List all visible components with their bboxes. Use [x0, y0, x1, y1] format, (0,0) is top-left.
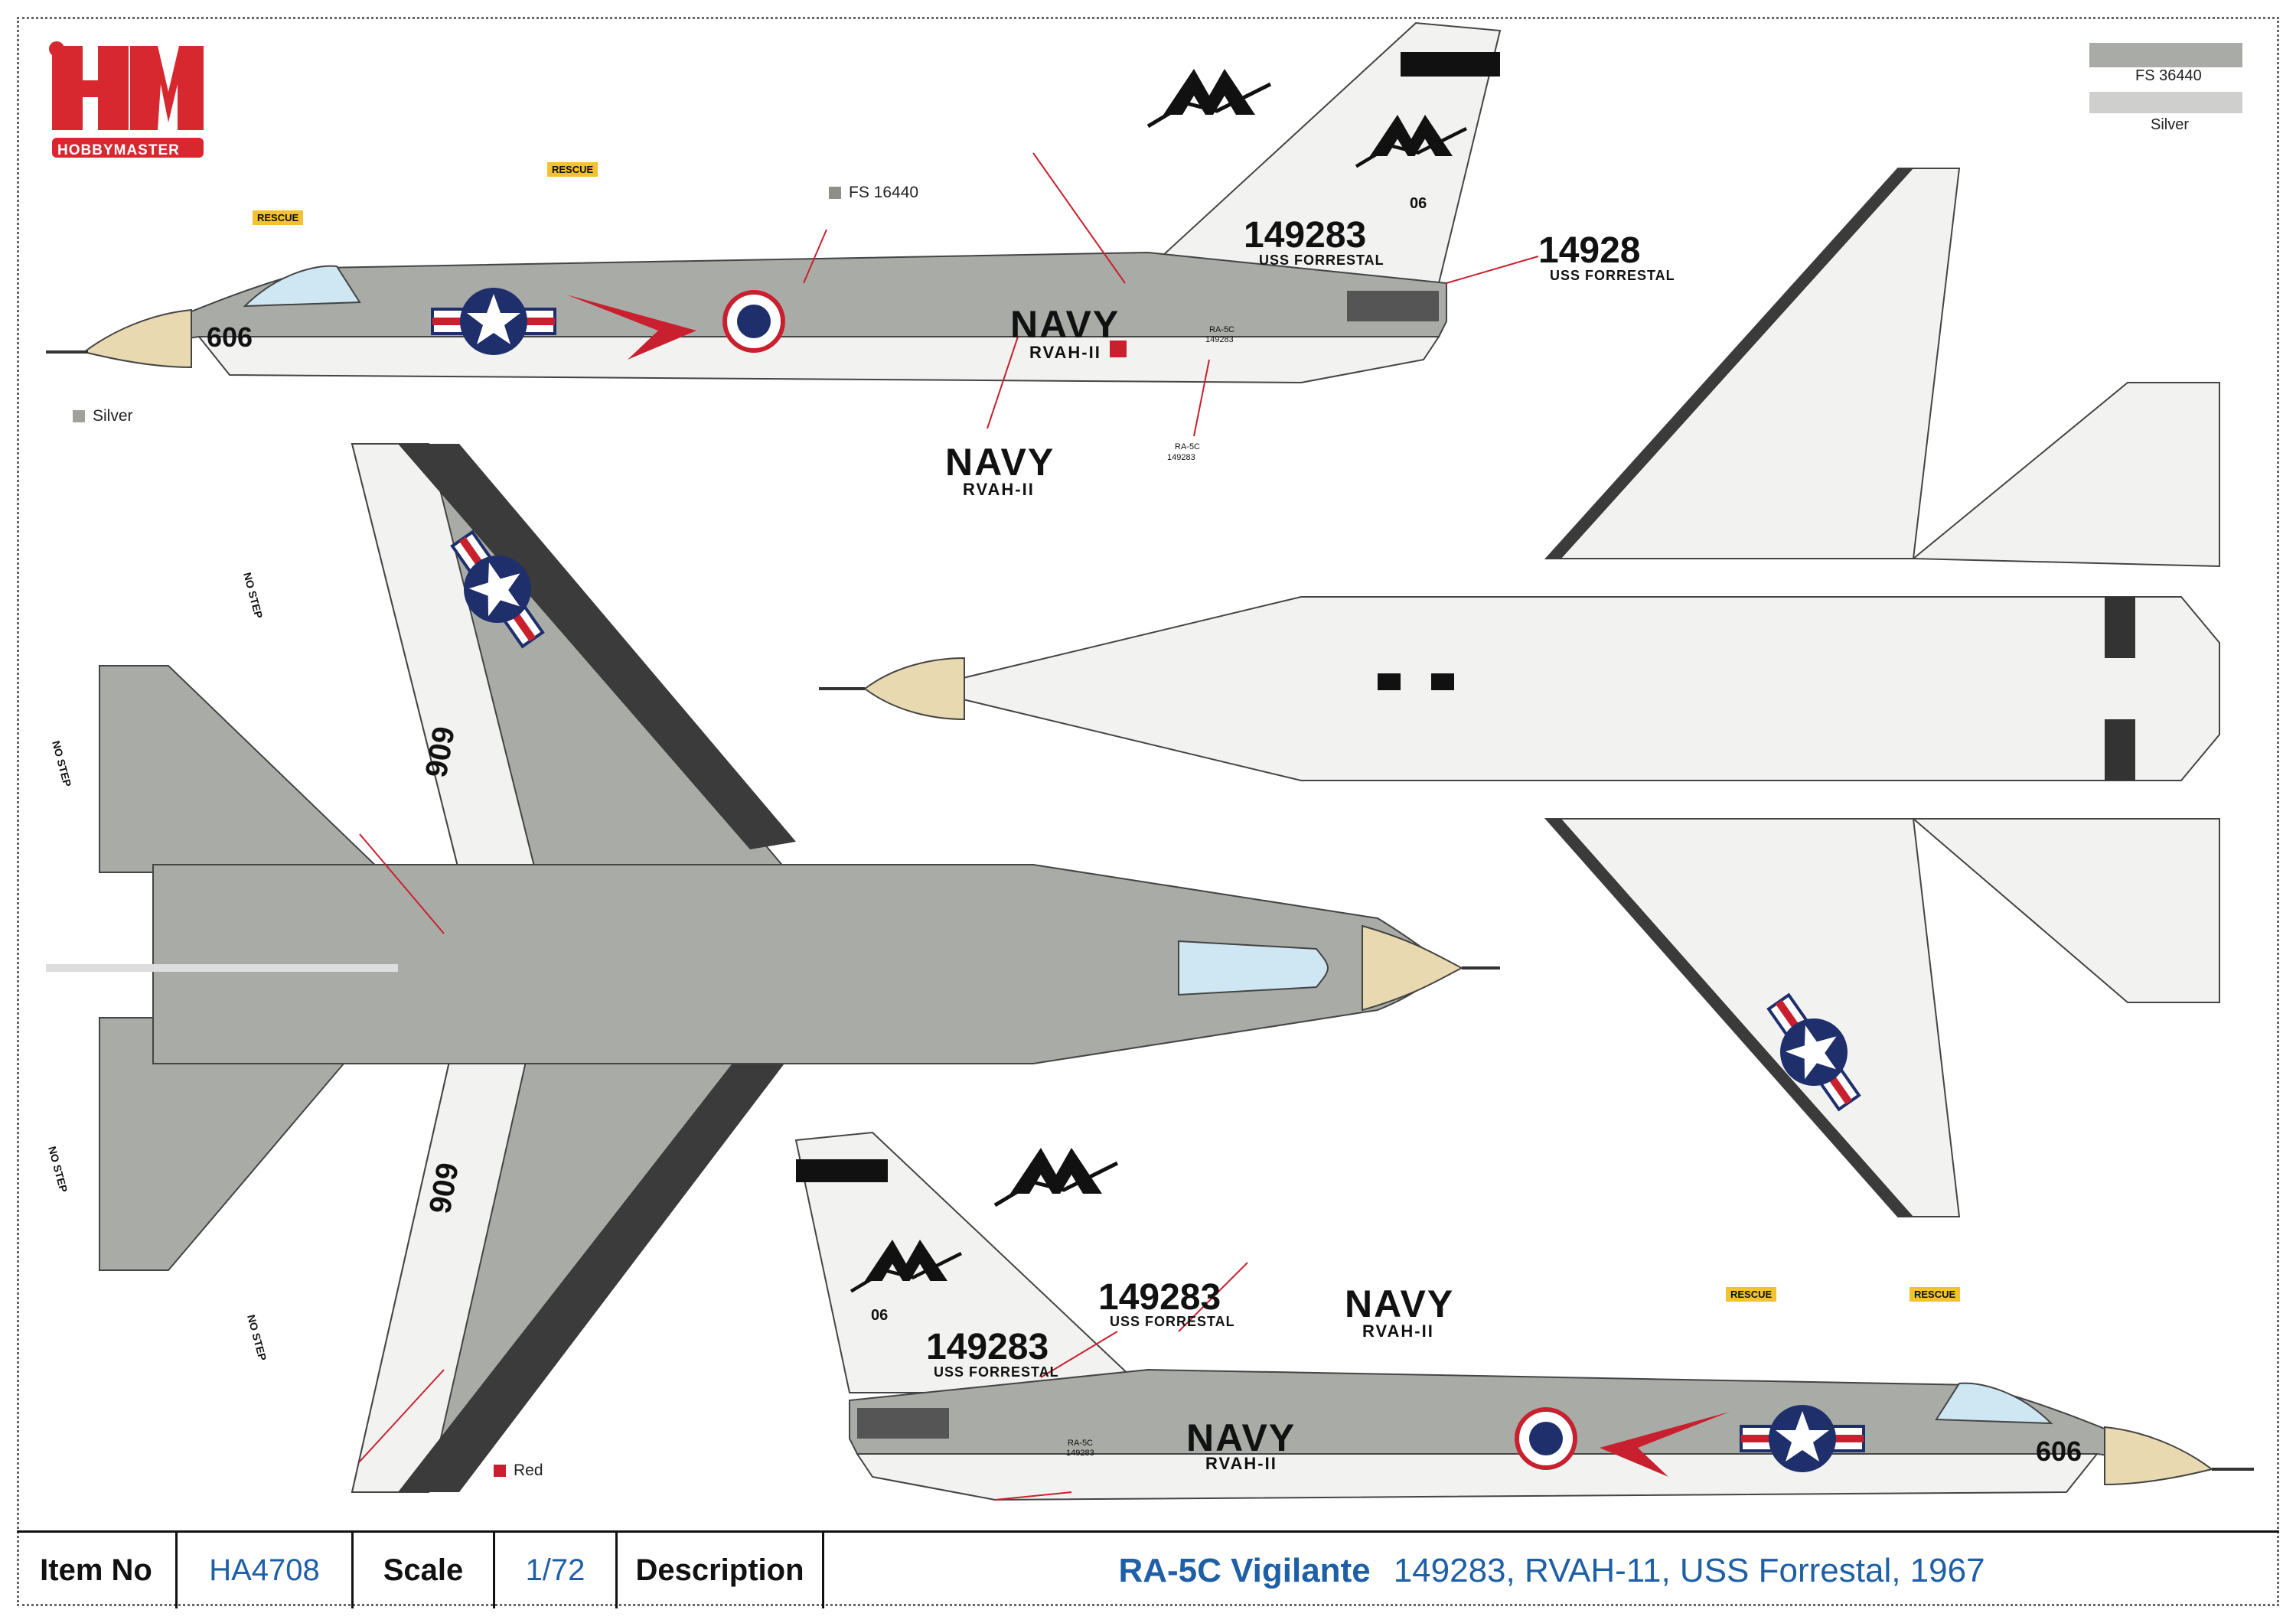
scale-value: 1/72 [495, 1533, 618, 1608]
decal-rescue-top: RESCUE [253, 210, 304, 225]
bottom-tail-modex: 06 [871, 1307, 889, 1324]
swatch-fs36440-label: FS 36440 [2135, 67, 2202, 84]
top-nose-number: 606 [207, 321, 253, 353]
decal-stencil-type-top: RA-5C [1175, 442, 1201, 451]
decal-rescue-bottom-2: RESCUE [1910, 1287, 1961, 1302]
bottom-stencil-serial: 149283 [1066, 1449, 1094, 1458]
callout-fs16440: FS 16440 [829, 184, 918, 202]
decal-ship-alt: USS FORRESTAL [1550, 268, 1675, 283]
decal-stencil-serial-top: 149283 [1167, 453, 1195, 462]
callout-silver: Silver [73, 407, 133, 425]
decal-serial-alt: 14928 [1538, 230, 1641, 271]
bottom-decal-navy: NAVY [1345, 1282, 1455, 1325]
bottom-squadron-marking: RVAH-II [1205, 1454, 1277, 1473]
bottom-decal-ship: USS FORRESTAL [1110, 1314, 1235, 1329]
bottom-navy-marking: NAVY [1186, 1416, 1296, 1459]
callout-red: Red [494, 1462, 543, 1480]
swatch-silver [2089, 92, 2242, 113]
description-label: Description [618, 1533, 824, 1608]
bottom-decal-squadron: RVAH-II [1362, 1322, 1434, 1341]
hobbymaster-logo [49, 41, 204, 158]
swatch-fs36440 [2089, 43, 2242, 67]
underside-view-aircraft [819, 168, 2220, 1217]
bottom-tail-serial: 149283 [926, 1327, 1049, 1367]
plan-view-aircraft [46, 443, 1500, 1493]
aircraft-artwork [46, 21, 2254, 1501]
top-tail-modex: 06 [1410, 195, 1427, 212]
decal-rescue-top-2: RESCUE [547, 162, 598, 177]
top-squadron-marking: RVAH-II [1029, 343, 1101, 362]
top-navy-marking: NAVY [1010, 303, 1120, 346]
bottom-stencil-type: RA-5C [1068, 1439, 1094, 1448]
bottom-tail-ship: USS FORRESTAL [934, 1364, 1059, 1380]
scale-label: Scale [354, 1533, 495, 1608]
bottom-profile-aircraft [794, 1131, 2254, 1501]
description-detail: 149283, RVAH-11, USS Forrestal, 1967 [1393, 1551, 1985, 1589]
top-tail-ship: USS FORRESTAL [1259, 253, 1384, 268]
description-value: RA-5C Vigilante 149283, RVAH-11, USS For… [824, 1533, 2279, 1608]
top-stencil-serial: 149283 [1205, 335, 1234, 344]
decal-navy-top: NAVY [945, 441, 1055, 484]
bottom-nose-number: 606 [2036, 1436, 2082, 1467]
loose-tail-logo-bottom [995, 1148, 1117, 1205]
top-tail-serial: 149283 [1244, 215, 1367, 256]
top-profile-aircraft [46, 21, 1502, 384]
logo-subtext: HOBBYMASTER [57, 142, 180, 158]
item-no-value: HA4708 [178, 1533, 354, 1608]
decal-squadron-top: RVAH-II [963, 480, 1035, 499]
description-title: RA-5C Vigilante [1118, 1551, 1371, 1589]
loose-tail-logo-top [1148, 69, 1270, 126]
top-stencil-type: RA-5C [1209, 325, 1235, 334]
sheet-border [17, 17, 2279, 1606]
item-no-label: Item No [17, 1533, 178, 1608]
decal-rescue-bottom: RESCUE [1726, 1287, 1777, 1302]
swatch-silver-label: Silver [2151, 116, 2190, 133]
footer-info-bar: Item No HA4708 Scale 1/72 Description RA… [17, 1530, 2279, 1608]
bottom-decal-serial: 149283 [1098, 1277, 1221, 1318]
